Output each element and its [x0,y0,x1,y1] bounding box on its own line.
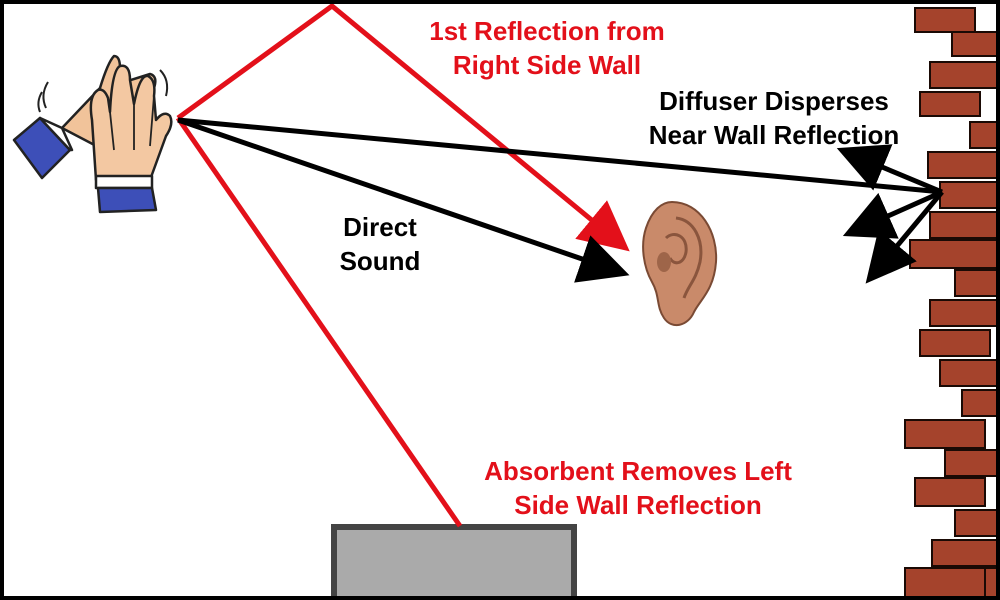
diffuser-label: Diffuser Disperses Near Wall Reflection [624,84,924,152]
absorbent-label: Absorbent Removes Left Side Wall Reflect… [456,454,820,522]
diffused-arrow-down [865,190,944,284]
absorbent-label-line1: Absorbent Removes Left [484,456,792,486]
absorbent-label-line2: Side Wall Reflection [514,490,762,520]
direct-sound-path [177,117,630,283]
first-reflection-label: 1st Reflection from Right Side Wall [402,14,692,82]
diffuser-label-line1: Diffuser Disperses [659,86,889,116]
ear-icon [642,200,718,327]
direct-sound-label-line2: Sound [339,246,421,276]
first-reflection-label-line2: Right Side Wall [452,50,642,80]
diffused-arrow-up [836,144,943,195]
reflection-paths [175,4,630,528]
first-reflection-label-line1: 1st Reflection from [429,16,665,46]
direct-sound-label-line1: Direct [343,212,417,242]
left-wall-reflection-path [175,116,463,528]
right-wall-reflection-path [176,4,630,252]
direct-paths [177,117,944,284]
clapping-hands-icon [12,54,173,214]
brick-wall-icon [904,7,996,596]
direct-sound-label: Direct Sound [320,210,440,278]
diffuser-label-line2: Near Wall Reflection [648,120,900,150]
absorbent-panel-icon [331,524,577,596]
diffused-arrow-mid [842,189,944,239]
path-to-diffuser [177,117,943,195]
